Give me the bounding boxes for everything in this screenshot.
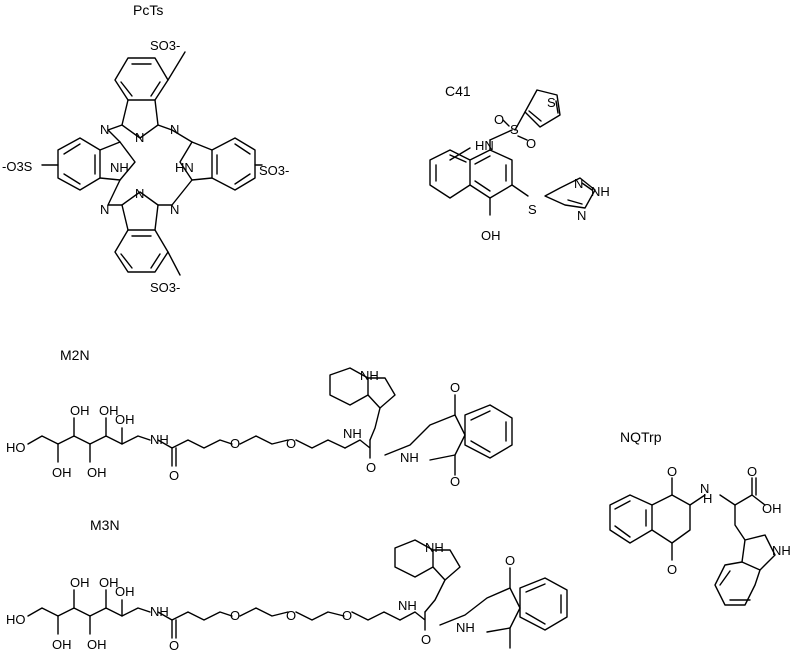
c41-title: C41 — [445, 83, 471, 99]
pcts-so3-top: SO3- — [150, 38, 180, 53]
m3n-o-3: O — [286, 608, 296, 623]
m3n-nh-3: NH — [456, 620, 475, 635]
nqtrp-o-2: O — [667, 562, 677, 577]
c41-o-1: O — [494, 112, 504, 127]
pcts-n-1: N — [100, 122, 109, 137]
m2n-title: M2N — [60, 347, 90, 363]
m2n-structure: M2N HO OH OH OH OH OH NH O O O NH O NH N… — [6, 347, 513, 489]
m2n-o-4: O — [366, 460, 376, 475]
pcts-nh: NH — [110, 160, 129, 175]
m3n-o-6: O — [505, 553, 515, 568]
m2n-nh-1: NH — [150, 432, 169, 447]
pcts-n-2: N — [135, 130, 144, 145]
m2n-o-2: O — [230, 436, 240, 451]
m2n-nh-indole: NH — [360, 368, 379, 383]
m3n-o-5: O — [421, 632, 431, 647]
m2n-o-3: O — [286, 436, 296, 451]
m2n-nh-3: NH — [400, 450, 419, 465]
c41-hn: HN — [475, 138, 494, 153]
m2n-o-5: O — [450, 380, 460, 395]
m3n-oh-3: OH — [87, 637, 107, 652]
nqtrp-h: H — [703, 491, 712, 506]
m2n-ho: HO — [6, 440, 26, 455]
nqtrp-o-1: O — [667, 464, 677, 479]
m3n-oh-5: OH — [115, 584, 135, 599]
nqtrp-title: NQTrp — [620, 429, 662, 445]
m2n-oh-5: OH — [115, 412, 135, 427]
m2n-oh-3: OH — [87, 465, 107, 480]
c41-s-thiophene: S — [547, 95, 556, 110]
m3n-title: M3N — [90, 517, 120, 533]
c41-s-thio: S — [528, 202, 537, 217]
nqtrp-oh: OH — [762, 501, 782, 516]
m2n-o-6: O — [450, 474, 460, 489]
pcts-hn: HN — [175, 160, 194, 175]
m3n-o-4: O — [342, 608, 352, 623]
m3n-nh-2: NH — [398, 598, 417, 613]
nqtrp-structure: NQTrp O O N H O OH NH — [609, 429, 791, 606]
m2n-nh-2: NH — [343, 426, 362, 441]
c41-nh: NH — [591, 184, 610, 199]
nqtrp-o-3: O — [747, 464, 757, 479]
m3n-structure: M3N HO OH OH OH OH OH NH O O O O NH O NH… — [6, 517, 568, 653]
nqtrp-nh: NH — [772, 543, 791, 558]
pcts-title: PcTs — [133, 2, 163, 18]
nqtrp-n: N — [700, 481, 709, 496]
c41-n-1: N — [574, 176, 583, 191]
pcts-so3-left: -O3S — [2, 159, 33, 174]
c41-structure: C41 S S O O HN N NH N S OH — [429, 83, 610, 243]
m3n-o-1: O — [169, 638, 179, 653]
c41-o-2: O — [526, 136, 536, 151]
m3n-ho: HO — [6, 612, 26, 627]
m3n-nh-indole: NH — [425, 540, 444, 555]
pcts-n-3: N — [170, 122, 179, 137]
pcts-n-4: N — [100, 202, 109, 217]
pcts-structure: PcTs SO3- -O3S SO3- SO3- N N — [2, 2, 289, 295]
m3n-nh-1: NH — [150, 604, 169, 619]
c41-s-sulfonyl: S — [510, 122, 519, 137]
m2n-oh-1: OH — [52, 465, 72, 480]
m3n-oh-1: OH — [52, 637, 72, 652]
m3n-o-2: O — [230, 608, 240, 623]
m2n-oh-2: OH — [70, 403, 90, 418]
m3n-oh-2: OH — [70, 575, 90, 590]
m2n-oh-4: OH — [99, 403, 119, 418]
pcts-so3-right: SO3- — [259, 163, 289, 178]
c41-n-2: N — [577, 208, 586, 223]
c41-oh: OH — [481, 228, 501, 243]
pcts-n-5: N — [135, 186, 144, 201]
pcts-so3-bottom: SO3- — [150, 280, 180, 295]
m2n-o-1: O — [169, 468, 179, 483]
pcts-n-6: N — [170, 202, 179, 217]
m3n-oh-4: OH — [99, 575, 119, 590]
